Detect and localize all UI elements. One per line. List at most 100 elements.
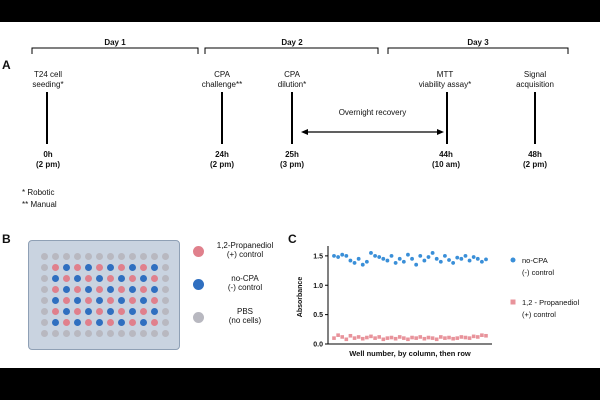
plate-well — [151, 319, 158, 326]
data-point-no-cpa — [332, 253, 336, 258]
event-signal-line — [534, 92, 536, 144]
event-mtt-line — [446, 92, 448, 144]
data-point-no-cpa — [344, 253, 349, 258]
plate-well — [41, 330, 48, 337]
plate-well — [41, 253, 48, 260]
data-point-propanediol — [389, 335, 394, 340]
data-point-no-cpa — [348, 258, 353, 263]
plate-well — [129, 286, 136, 293]
plate-well — [74, 308, 81, 315]
data-point-propanediol — [418, 335, 423, 339]
data-point-no-cpa — [356, 256, 361, 261]
plate-well — [118, 319, 125, 326]
data-point-no-cpa — [377, 255, 382, 259]
plate-well — [129, 264, 136, 271]
data-point-propanediol — [340, 335, 345, 339]
plate-well — [63, 330, 70, 337]
data-point-propanediol — [377, 335, 381, 339]
plate-well — [74, 330, 81, 337]
data-point-no-cpa — [467, 258, 472, 263]
panel-label-a: A — [2, 58, 11, 72]
plate-well — [151, 275, 158, 282]
plate-well — [118, 297, 125, 304]
plate-well — [151, 308, 158, 315]
plate-well — [107, 297, 114, 304]
plate-well — [96, 308, 103, 315]
event-signal-label: Signal acquisition — [516, 70, 554, 89]
plate-well — [41, 264, 48, 271]
plate-well — [118, 264, 125, 271]
legend-marker-no-cpa — [510, 257, 516, 263]
data-point-no-cpa — [418, 253, 423, 258]
data-point-propanediol — [484, 333, 488, 338]
plate-well — [85, 308, 92, 315]
plate-well — [52, 330, 59, 337]
event-seeding-time: 0h (2 pm) — [36, 150, 60, 169]
legend-dot-no-cpa — [193, 279, 204, 290]
plate-well — [162, 286, 169, 293]
plate-well — [140, 253, 147, 260]
plate-well — [107, 286, 114, 293]
plate-well — [151, 297, 158, 304]
plate-well — [63, 253, 70, 260]
data-point-propanediol — [397, 335, 402, 339]
plate-well — [129, 253, 136, 260]
data-point-propanediol — [381, 337, 386, 342]
plate-well — [96, 286, 103, 293]
data-point-propanediol — [414, 336, 418, 340]
plate-well — [151, 286, 158, 293]
plate-well — [118, 308, 125, 315]
data-point-propanediol — [410, 335, 414, 340]
event-mtt-label: MTT viability assay* — [418, 70, 472, 89]
legend-dot-pbs — [193, 312, 204, 323]
note-robotic: * Robotic — [22, 188, 55, 197]
legend-dot-propanediol — [193, 246, 204, 257]
plate-well — [52, 275, 59, 282]
day3-bracket — [387, 47, 569, 54]
figure-canvas: A Day 1 Day 2 Day 3 T24 cell seeding* 0h… — [0, 22, 600, 368]
data-point-propanediol — [451, 336, 455, 341]
plate-well — [151, 330, 158, 337]
data-point-no-cpa — [393, 261, 398, 265]
data-point-no-cpa — [385, 258, 390, 263]
data-point-propanediol — [447, 335, 451, 340]
data-point-propanediol — [430, 336, 435, 340]
plate-well — [85, 297, 92, 304]
data-point-propanediol — [344, 337, 349, 342]
plate-well — [107, 264, 114, 271]
plate-well — [140, 275, 147, 282]
plate-well — [107, 308, 114, 315]
data-point-propanediol — [443, 336, 447, 340]
legend-propanediol: 1,2-Propanediol (+) control — [216, 241, 274, 259]
plate-well — [63, 275, 70, 282]
plate-well — [162, 297, 169, 304]
data-point-propanediol — [471, 334, 476, 339]
event-seeding-line — [46, 92, 48, 144]
y-axis-label: Absorbance — [297, 277, 304, 318]
plate-well — [41, 319, 48, 326]
data-point-propanediol — [463, 335, 468, 340]
plate-well — [107, 319, 114, 326]
data-point-propanediol — [369, 334, 373, 339]
plate-well — [52, 286, 59, 293]
day2-bracket — [204, 47, 379, 54]
legend-pbs: PBS (no cells) — [228, 307, 262, 325]
data-point-no-cpa — [463, 253, 468, 258]
plate-well — [162, 330, 169, 337]
plate-well — [118, 253, 125, 260]
plate-well — [41, 275, 48, 282]
y-tick-label: 1.5 — [313, 253, 323, 260]
plate-well — [140, 297, 147, 304]
data-point-propanediol — [385, 336, 390, 340]
well-plate — [28, 240, 180, 350]
plate-well — [129, 330, 136, 337]
plate-well — [85, 319, 92, 326]
data-point-no-cpa — [430, 251, 435, 255]
data-point-propanediol — [426, 335, 431, 340]
plate-well — [85, 275, 92, 282]
data-point-no-cpa — [443, 253, 447, 258]
plate-well — [96, 253, 103, 260]
data-point-no-cpa — [438, 259, 443, 264]
data-point-no-cpa — [360, 262, 365, 267]
